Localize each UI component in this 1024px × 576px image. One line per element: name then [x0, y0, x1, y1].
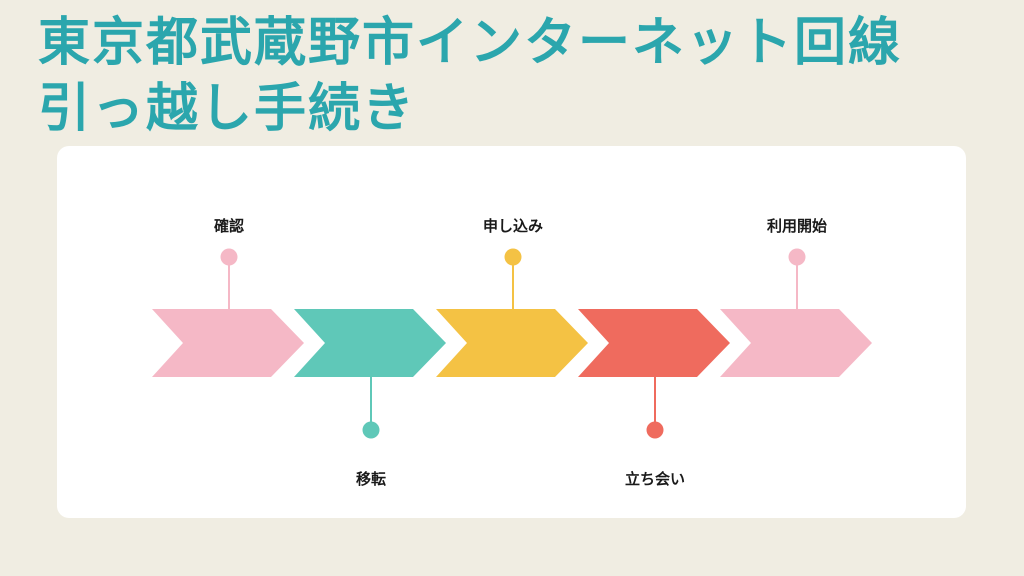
step-pin-4 — [646, 421, 664, 439]
step-chevron-3 — [436, 309, 588, 377]
step-chevron-1 — [152, 309, 304, 377]
step-pin-5 — [788, 248, 806, 266]
step-label-1: 確認 — [213, 217, 244, 235]
step-label-2: 移転 — [356, 470, 386, 488]
step-chevron-2 — [294, 309, 446, 377]
step-pin-1 — [220, 248, 238, 266]
page-title: 東京都武蔵野市インターネット回線 引っ越し手続き — [38, 10, 902, 142]
step-pin-2 — [362, 421, 380, 439]
step-label-5: 利用開始 — [767, 217, 827, 235]
step-label-4: 立ち会い — [625, 470, 685, 488]
step-pin-3 — [504, 248, 522, 266]
step-chevron-5 — [720, 309, 872, 377]
step-label-3: 申し込み — [483, 217, 543, 235]
page-title-line2: 引っ越し手続き — [38, 79, 417, 139]
step-chevron-4 — [578, 309, 730, 377]
page-title-line1: 東京都武蔵野市インターネット回線 — [38, 13, 903, 73]
